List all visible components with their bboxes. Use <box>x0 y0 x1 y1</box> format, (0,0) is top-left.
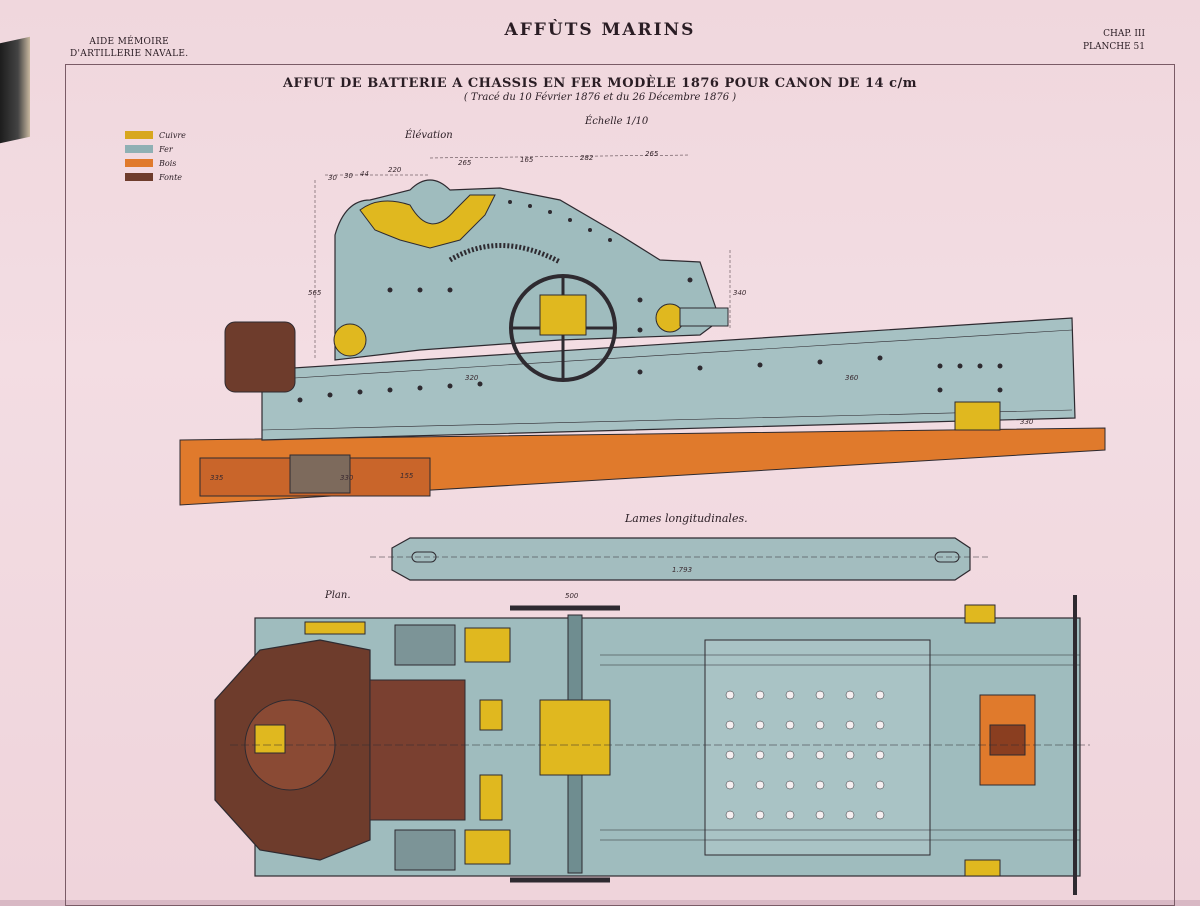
dim-label: 165 <box>520 156 534 164</box>
header-left: AIDE MÉMOIRE D'ARTILLERIE NAVALE. <box>70 36 188 60</box>
brass-trunnion-cap <box>359 194 496 249</box>
header-left-line2: D'ARTILLERIE NAVALE. <box>70 49 189 59</box>
dim-label: 500 <box>565 592 579 600</box>
scale-label: Échelle 1/10 <box>585 116 649 127</box>
rail-lines <box>230 654 1090 841</box>
front-brass-clip <box>954 401 1001 431</box>
deck-holes <box>725 690 885 820</box>
dim-label: 320 <box>465 374 479 382</box>
plan-view: 500 <box>214 592 1090 895</box>
dim-label: 265 <box>645 150 659 158</box>
longitudinal-bar <box>391 537 971 581</box>
dim-label: 1.793 <box>672 566 692 574</box>
legend-label: Cuivre <box>159 130 186 140</box>
legend-item: Fonte <box>125 170 186 184</box>
legend-label: Fonte <box>159 172 183 182</box>
brass-bearing <box>539 294 587 336</box>
legend-item: Bois <box>125 156 186 170</box>
plate-subtitle: AFFUT DE BATTERIE A CHASSIS EN FER MODÈL… <box>282 76 918 91</box>
plate-trace-dates: ( Tracé du 10 Février 1876 et du 26 Déce… <box>463 92 737 103</box>
elevation-label: Élévation <box>405 130 453 141</box>
legend-item: Fer <box>125 142 186 156</box>
header-left-line1: AIDE MÉMOIRE <box>89 37 169 47</box>
brass-plate <box>539 699 611 776</box>
dim-label: 30 <box>344 172 353 180</box>
cast-buffer-block <box>224 321 296 393</box>
dim-label: 30 <box>328 174 337 182</box>
legend-item: Cuivre <box>125 128 186 142</box>
elevating-arc <box>448 243 562 265</box>
brass-roller <box>333 323 367 357</box>
pivot-block <box>289 454 351 494</box>
color-legend: Cuivre Fer Bois Fonte <box>125 128 186 184</box>
dim-label: 335 <box>210 474 224 482</box>
chassis-slide <box>261 317 1076 441</box>
page-title: AFFÙTS MARINS <box>504 20 696 40</box>
dimension-lines <box>314 154 731 360</box>
dim-label: 44 <box>360 170 369 178</box>
dim-label: 265 <box>458 159 472 167</box>
legend-swatch-fonte <box>125 173 153 181</box>
plan-label: Plan. <box>325 590 351 601</box>
chapter-label: CHAP. III <box>1103 29 1145 39</box>
legend-swatch-cuivre <box>125 131 153 139</box>
dim-label: 565 <box>308 289 322 297</box>
legend-label: Fer <box>159 144 173 154</box>
dim-label: 340 <box>733 289 747 297</box>
elevation-view: 265 165 282 265 220 30 30 44 565 340 320… <box>179 150 1106 506</box>
lames-view: 1.793 <box>370 537 990 581</box>
plate-number: PLANCHE 51 <box>1082 42 1145 52</box>
legend-swatch-fer <box>125 145 153 153</box>
dim-label: 330 <box>1020 418 1034 426</box>
cast-brake-block <box>369 679 466 821</box>
dim-label: 155 <box>400 472 414 480</box>
perforated-deck <box>704 639 931 856</box>
dim-label: 330 <box>340 474 354 482</box>
dim-label: 282 <box>580 154 594 162</box>
dim-label: 220 <box>388 166 402 174</box>
lames-label: Lames longitudinales. <box>625 512 748 525</box>
rivet-row <box>297 200 1003 403</box>
header-right: CHAP. III PLANCHE 51 <box>1083 28 1145 54</box>
legend-label: Bois <box>159 158 177 168</box>
legend-swatch-bois <box>125 159 153 167</box>
dim-label: 360 <box>845 374 859 382</box>
